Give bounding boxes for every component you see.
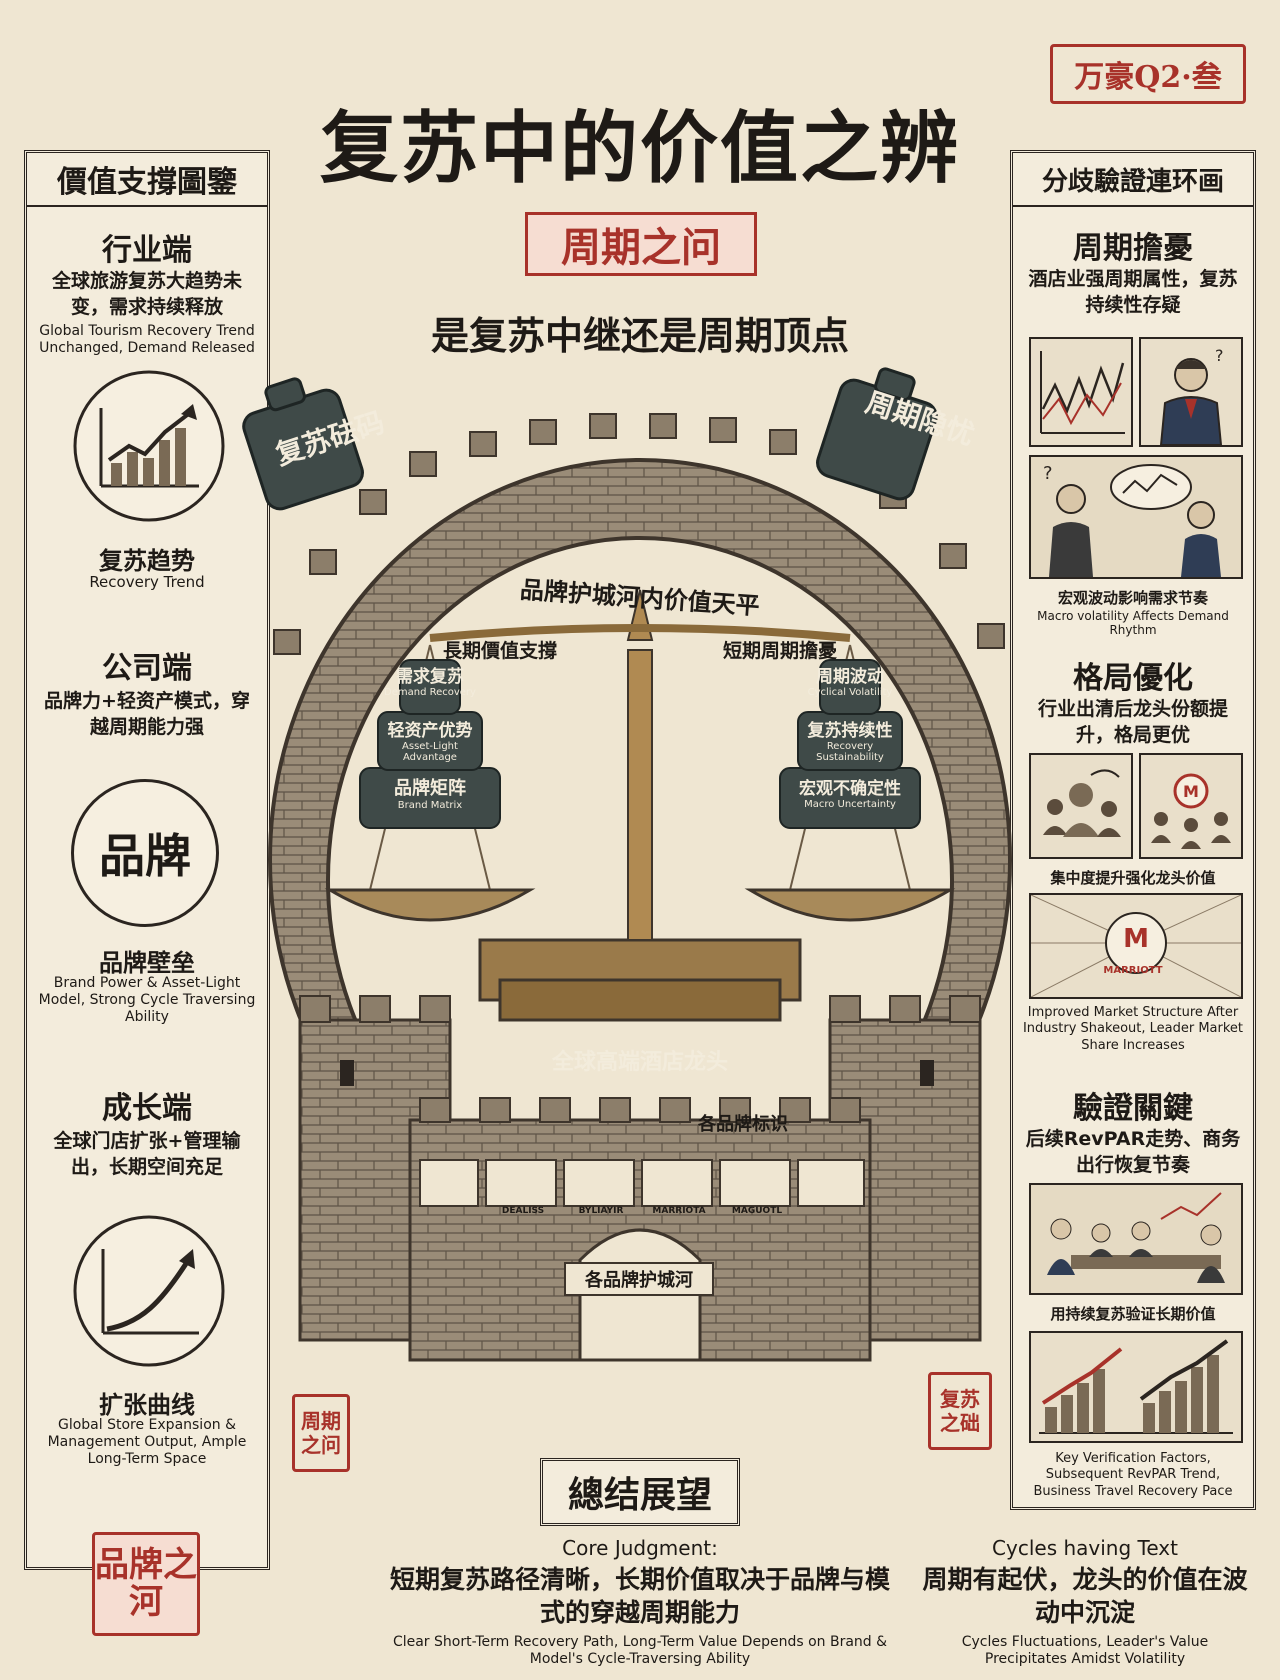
right-stack-mid: 复苏持续性 Recovery Sustainability: [798, 716, 902, 763]
brand-moat-zh: 品牌壁垒: [99, 949, 195, 977]
verify-heading: 驗證關鍵: [1073, 1091, 1193, 1126]
left-stack-base-zh: 品牌矩阵: [394, 778, 466, 799]
cycle-caption-zh: 宏观波动影响需求节奏: [1057, 589, 1208, 607]
marriott-logo-text: MARRIOTT: [1103, 965, 1163, 976]
verify-caption-zh: 用持续复苏验证长期价值: [1050, 1305, 1216, 1323]
corner-seal: 万豪Q2·叁: [1050, 44, 1246, 104]
wall-logo-2: BYLIAYIR: [578, 1206, 624, 1216]
gate-plaque: 各品牌护城河: [564, 1262, 714, 1296]
wall-logo-1: DEALISS: [501, 1206, 545, 1216]
brand-badge-icon: 品牌: [71, 779, 219, 927]
marriott-leader-panel: M: [1029, 893, 1243, 999]
recovery-trend-en: Recovery Trend: [89, 573, 205, 591]
seal-left: 周期之问: [292, 1394, 350, 1472]
industry-heading: 行业端: [102, 233, 192, 268]
right-stack-base-en: Macro Uncertainty: [804, 799, 896, 810]
summary-right-label: Cycles having Text: [992, 1536, 1178, 1560]
summary-left-label: Core Judgment:: [562, 1536, 718, 1560]
bottom-left-stamp: 品牌之河: [92, 1532, 200, 1636]
right-stack-mid-en: Recovery Sustainability: [816, 741, 884, 763]
gate-plaque-text: 各品牌护城河: [585, 1270, 693, 1291]
left-stack-base-en: Brand Matrix: [397, 800, 463, 811]
worried-businessman-panel: ?: [1139, 337, 1243, 447]
structure-heading: 格局優化: [1073, 661, 1193, 696]
right-stack-base: 宏观不确定性 Macro Uncertainty: [780, 774, 920, 810]
growth-bars-panel: [1029, 1331, 1243, 1443]
cycle-heading: 周期擔憂: [1073, 231, 1193, 266]
expansion-curve-en: Global Store Expansion & Management Outp…: [47, 1417, 247, 1467]
subtitle-badge-text: 周期之问: [561, 224, 721, 271]
company-zh: 品牌力+轻资产模式，穿越周期能力强: [44, 690, 250, 738]
structure-caption-en: Improved Market Structure After Industry…: [1022, 1005, 1244, 1053]
right-stack-base-zh: 宏观不确定性: [799, 779, 901, 799]
svg-text:M: M: [1183, 782, 1199, 801]
right-stack-top: 周期波动 Cyclical Volatility: [798, 662, 902, 698]
industry-zh: 全球旅游复苏大趋势未变，需求持续释放: [51, 270, 242, 318]
left-stack-mid-en: Asset-Light Advantage: [402, 741, 458, 763]
summary-heading: 總结展望: [567, 1474, 712, 1516]
left-panel: 價值支撐圖鑒 行业端 全球旅游复苏大趋势未变，需求持续释放 Global Tou…: [24, 150, 270, 1570]
seal-right: 复苏之础: [928, 1372, 992, 1450]
svg-text:?: ?: [1043, 463, 1053, 484]
left-stack-top-zh: 需求复苏: [396, 667, 464, 687]
wall-logo-4: MAGUOTL: [731, 1206, 783, 1216]
structure-caption-zh: 集中度提升强化龙头价值: [1050, 869, 1216, 887]
brand-moat-en: Brand Power & Asset-Light Model, Strong …: [38, 975, 256, 1025]
wall-logo-3: MARRIOTA: [652, 1206, 706, 1216]
industry-en: Global Tourism Recovery Trend Unchanged,…: [39, 323, 255, 356]
left-stack-base: 品牌矩阵 Brand Matrix: [360, 774, 500, 811]
label-long-term: 長期價值支撐: [442, 640, 557, 662]
summary-heading-box: 總结展望: [540, 1458, 740, 1526]
left-stack-mid: 轻资产优势 Asset-Light Advantage: [378, 716, 482, 763]
base-plate-label: 全球高端酒店龙头: [551, 1050, 728, 1075]
right-stack-top-zh: 周期波动: [816, 667, 884, 687]
crowd-panel: [1029, 753, 1133, 859]
svg-text:M: M: [1123, 924, 1149, 954]
boardroom-panel: [1029, 1183, 1243, 1295]
subtitle: 是复苏中继还是周期顶点: [430, 314, 849, 358]
macro-meeting-panel: ?: [1029, 455, 1243, 579]
svg-text:?: ?: [1215, 346, 1224, 365]
expansion-curve-zh: 扩张曲线: [99, 1391, 195, 1419]
summary-right-en: Cycles Fluctuations, Leader's Value Prec…: [961, 1634, 1209, 1667]
recovery-trend-zh: 复苏趋势: [99, 547, 195, 575]
page-title: 复苏中的价值之辨: [319, 103, 960, 194]
cycle-zh: 酒店业强周期属性，复苏持续性存疑: [1028, 268, 1238, 316]
right-stack-mid-zh: 复苏持续性: [807, 721, 893, 741]
structure-zh: 行业出清后龙头份额提升，格局更优: [1037, 698, 1228, 746]
summary-right-zh: 周期有起伏，龙头的价值在波动中沉淀: [922, 1565, 1248, 1627]
volatile-chart-panel: [1029, 337, 1133, 447]
growth-zh: 全球门店扩张+管理输出，长期空间充足: [53, 1130, 241, 1178]
label-short-term: 短期周期擔憂: [722, 640, 837, 662]
right-panel-header: 分歧驗證連环画: [1013, 153, 1253, 207]
brand-badge-text: 品牌: [99, 829, 191, 883]
left-stack-top: 需求复苏 Demand Recovery: [378, 662, 482, 698]
growth-heading: 成长端: [102, 1091, 192, 1126]
company-heading: 公司端: [102, 651, 192, 686]
cycle-caption-en: Macro volatility Affects Demand Rhythm: [1037, 609, 1229, 637]
moat-illustration: [230, 360, 1050, 1380]
summary-left-zh: 短期复苏路径清晰，长期价值取决于品牌与模式的穿越周期能力: [389, 1565, 890, 1627]
expansion-curve-icon: [71, 1213, 227, 1369]
verify-caption-en: Key Verification Factors, Subsequent Rev…: [1033, 1451, 1233, 1499]
summary-left-en: Clear Short-Term Recovery Path, Long-Ter…: [392, 1634, 888, 1667]
brand-tag-label: 各品牌标识: [698, 1114, 788, 1135]
left-stack-mid-zh: 轻资产优势: [387, 721, 473, 741]
left-stack-top-en: Demand Recovery: [384, 687, 476, 698]
left-panel-header: 價值支撐圖鑒: [27, 153, 267, 207]
verify-zh: 后续RevPAR走势、商务出行恢复节奏: [1025, 1128, 1241, 1176]
recovery-trend-icon: [71, 368, 227, 524]
right-panel: 分歧驗證連环画 周期擔憂 酒店业强周期属性，复苏持续性存疑 ? ?: [1010, 150, 1256, 1510]
subtitle-badge: 周期之问: [525, 212, 757, 276]
leader-marriott-panel: M: [1139, 753, 1243, 859]
right-stack-top-en: Cyclical Volatility: [807, 687, 893, 698]
